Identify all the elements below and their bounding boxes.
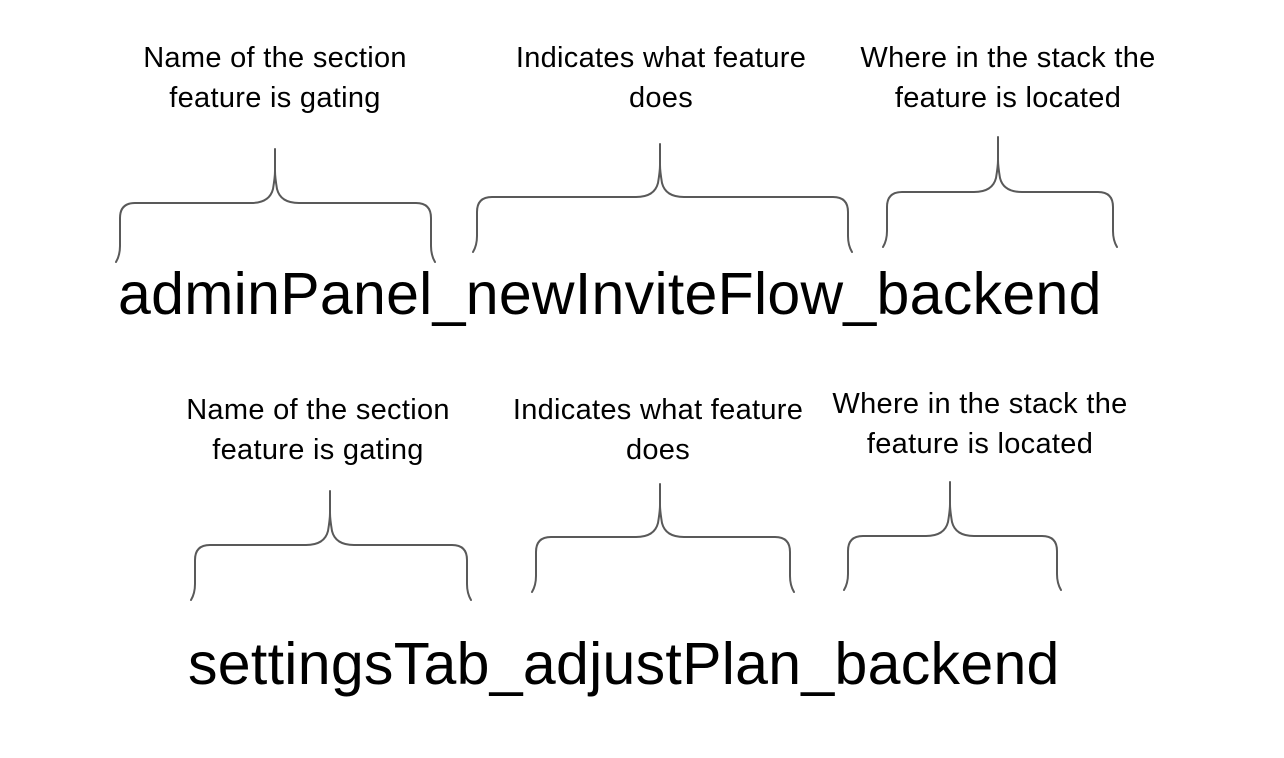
segment-label-line: does — [628, 82, 694, 114]
segment-label-line: Where in the stack the — [832, 388, 1128, 420]
segment-label-line: Name of the section — [143, 42, 407, 74]
segment-label-line: Where in the stack the — [860, 42, 1156, 74]
segment-label-section: Name of the section feature is gating — [186, 390, 450, 470]
segment-label-line: feature is gating — [169, 82, 381, 114]
curly-brace-icon — [882, 136, 1118, 248]
segment-label-stack: Where in the stack the feature is locate… — [860, 38, 1155, 118]
segment-label-line: feature is located — [894, 82, 1122, 114]
curly-brace-icon — [472, 143, 853, 253]
curly-brace-icon — [843, 481, 1062, 591]
segment-label-feature: Indicates what feature does — [513, 390, 803, 470]
segment-label-feature: Indicates what feature does — [516, 38, 806, 118]
segment-label-line: feature is gating — [212, 434, 424, 466]
curly-brace-icon — [190, 490, 472, 601]
segment-label-line: Name of the section — [186, 394, 450, 426]
flag-name-example-2: settingsTab_adjustPlan_backend — [188, 631, 1060, 697]
curly-brace-icon — [115, 148, 436, 263]
segment-label-stack: Where in the stack the feature is locate… — [832, 384, 1127, 464]
segment-label-line: does — [625, 434, 691, 466]
segment-label-line: Indicates what feature — [515, 42, 807, 74]
curly-brace-icon — [531, 483, 795, 593]
flag-name-example-1: adminPanel_newInviteFlow_backend — [118, 261, 1102, 327]
segment-label-line: feature is located — [866, 428, 1094, 460]
segment-label-line: Indicates what feature — [512, 394, 804, 426]
segment-label-section: Name of the section feature is gating — [143, 38, 407, 118]
